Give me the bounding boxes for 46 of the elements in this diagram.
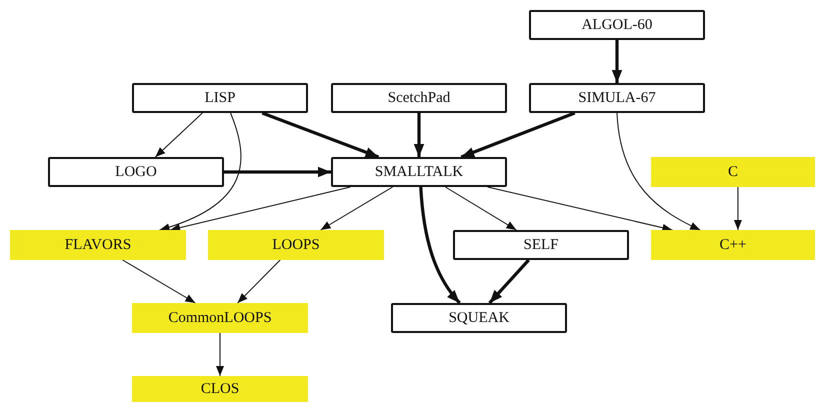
language-box — [132, 303, 308, 333]
arrow — [616, 112, 701, 230]
language-name: SMALLTALK — [374, 164, 464, 180]
arrow — [419, 186, 461, 304]
arrow — [487, 186, 673, 232]
arrow — [460, 112, 576, 158]
language-name: LISP — [204, 90, 236, 106]
language-box — [208, 230, 384, 260]
arrow — [734, 186, 742, 230]
language-box — [529, 83, 705, 113]
arrow — [612, 40, 622, 83]
arrow — [320, 186, 394, 230]
language-name: C++ — [720, 236, 746, 254]
arrow — [414, 113, 424, 157]
language-name: ScetchPad — [388, 90, 450, 106]
language-name: CommonLOOPS — [168, 310, 272, 326]
arrow — [170, 186, 351, 232]
arrow — [488, 258, 530, 304]
arrow — [216, 332, 224, 376]
arrow — [224, 166, 331, 178]
language-box — [453, 230, 629, 260]
language-name: LOOPS — [272, 236, 320, 254]
language-box — [10, 230, 186, 260]
language-name: ALGOL-60 — [582, 16, 652, 34]
language-box — [391, 303, 567, 333]
arrow — [237, 260, 281, 304]
arrow — [154, 112, 203, 158]
language-box — [331, 83, 507, 113]
language-box — [132, 83, 308, 113]
language-name: SELF — [523, 236, 558, 254]
arrow — [159, 112, 242, 231]
language-box — [651, 157, 815, 187]
language-box — [651, 230, 815, 260]
language-box — [529, 10, 705, 40]
language-box — [48, 157, 224, 187]
language-box — [331, 157, 507, 187]
language-name: CLOS — [200, 380, 240, 398]
language-name: LOGO — [115, 164, 157, 180]
language-name: SIMULA-67 — [578, 90, 656, 106]
language-name: SQUEAK — [448, 310, 510, 326]
language-name: C — [728, 164, 738, 180]
arrow — [122, 260, 196, 304]
language-box — [132, 376, 308, 402]
language-name: FLAVORS — [64, 236, 132, 254]
arrow — [262, 112, 380, 158]
arrow — [444, 186, 517, 230]
